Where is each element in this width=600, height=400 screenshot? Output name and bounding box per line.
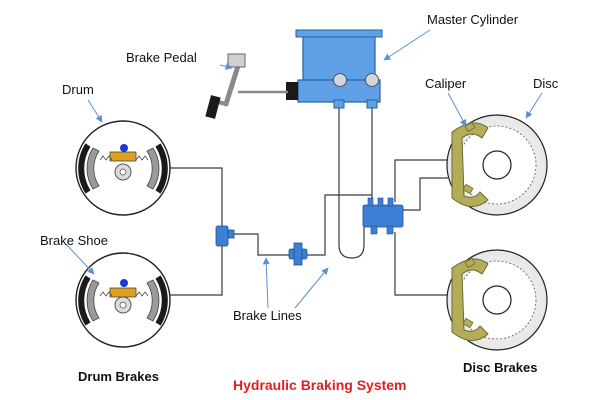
disc-hub [482,150,512,180]
tee-fitting [215,225,235,247]
label-brake-lines: Brake Lines [233,308,302,323]
brake-lines-network [170,100,448,296]
wheel-cylinder [109,287,137,298]
disc-brake-bottom [446,249,548,351]
leader-brake-lines-2 [294,267,329,309]
label-disc: Disc [533,76,559,91]
label-caliper: Caliper [425,76,467,91]
leader-brake-shoe [65,243,95,275]
master-cylinder [286,29,383,109]
brake-shoe-right [146,147,160,190]
leader-caliper [447,92,467,127]
proportioning-valve [362,197,404,235]
disc-hub [482,285,512,315]
reservoir-cap-rear [365,73,379,87]
reservoir-cap-front [333,73,347,87]
brake-shoe-left [86,279,100,322]
label-drum: Drum [62,82,94,97]
label-brake-shoe: Brake Shoe [40,233,108,248]
caption-disc-brakes: Disc Brakes [463,360,537,375]
pedal-pad [205,95,221,119]
diagram-title: Hydraulic Braking System [233,377,407,393]
wheel-cylinder [109,151,137,162]
leader-disc [525,92,543,119]
drum-brake-top [75,120,171,216]
leader-drum [87,99,103,123]
disc-brake-top [446,114,548,216]
brake-pedal [205,53,288,119]
bleeder-valve [120,144,128,152]
leader-arrows [65,29,543,309]
caption-drum-brakes: Drum Brakes [78,369,159,384]
caliper-body [451,258,489,341]
brake-shoe-right [146,279,160,322]
inline-valve [288,242,308,266]
drum-brake-bottom [75,252,171,348]
leader-master-cylinder [383,29,431,61]
leader-brake-lines-1 [262,257,270,309]
label-master-cylinder: Master Cylinder [427,12,519,27]
leader-brake-pedal [219,63,233,70]
bleeder-valve [120,279,128,287]
label-brake-pedal: Brake Pedal [126,50,197,65]
pushrod-boot [286,82,298,100]
caliper-body [451,122,489,207]
brake-shoe-left [86,147,100,190]
